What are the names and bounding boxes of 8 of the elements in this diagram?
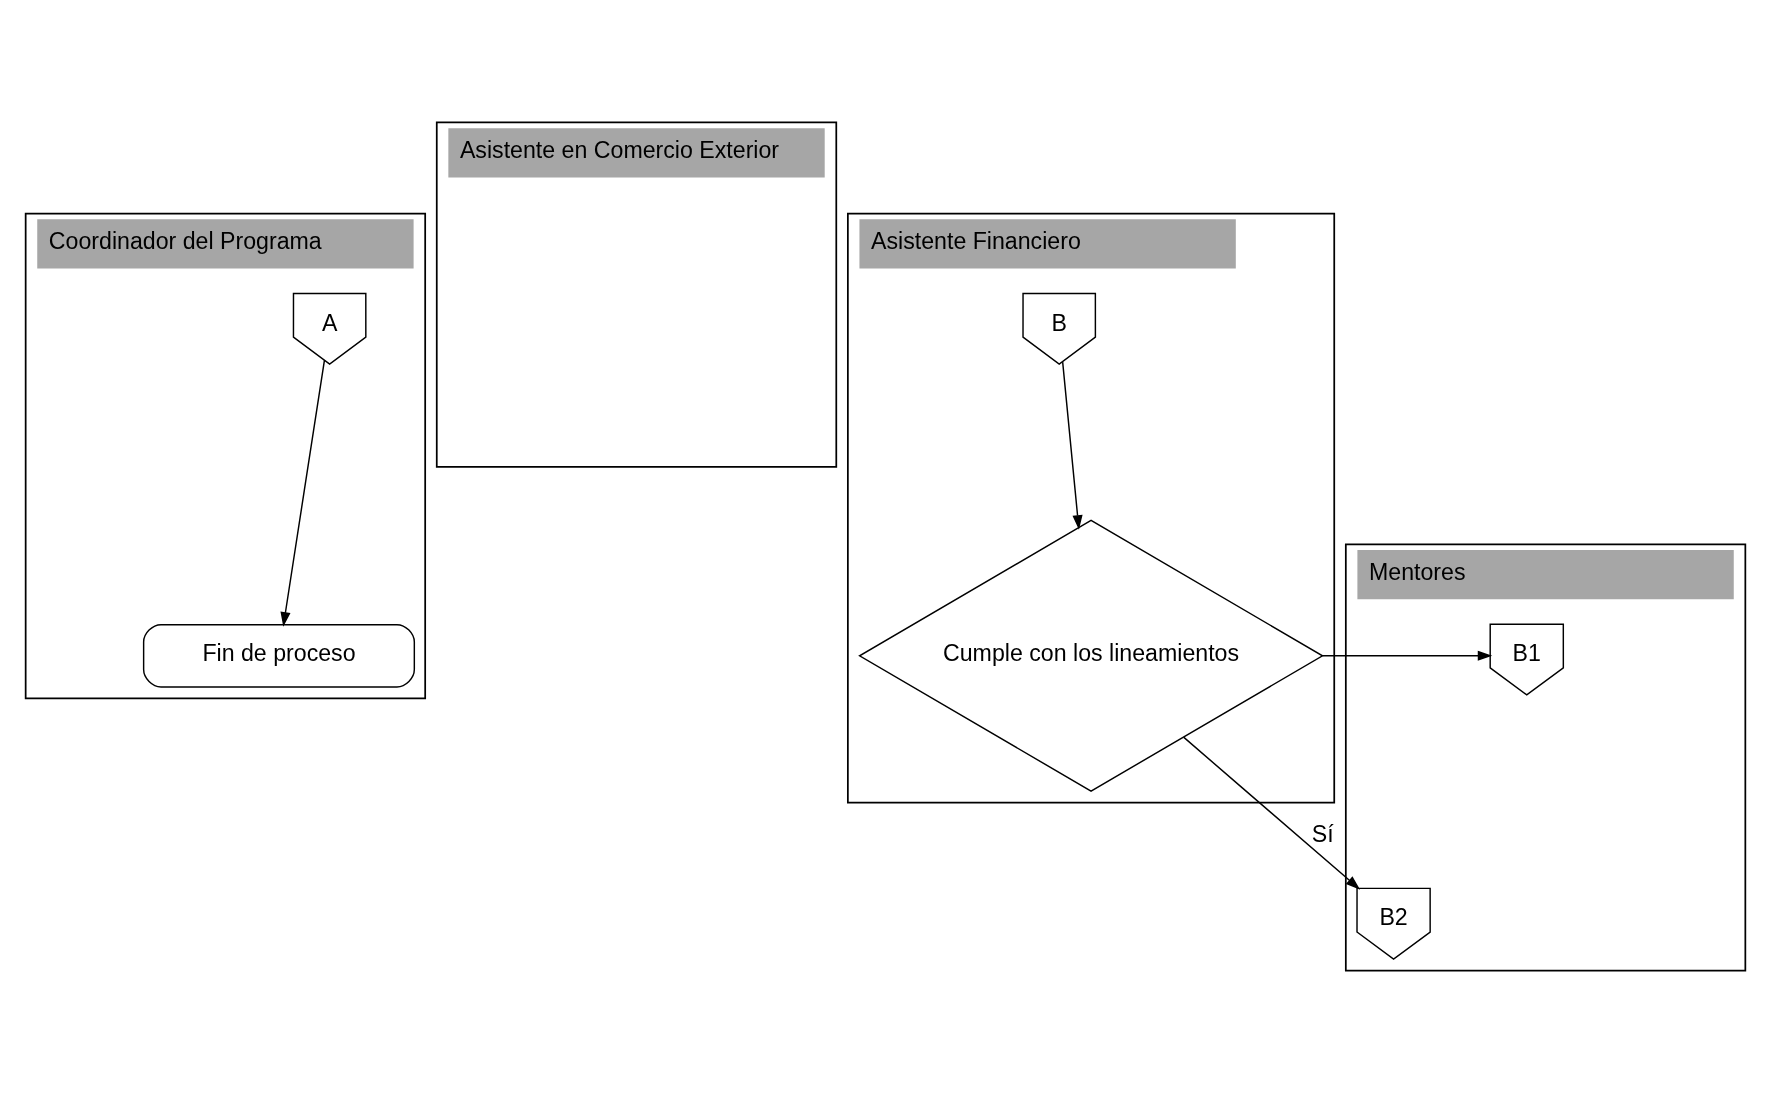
node-box: Asistente en Comercio Exterior [435, 121, 838, 468]
arrow [1321, 650, 1493, 661]
arrow [1061, 361, 1083, 530]
node-diamond: Cumple con los lineamientos [858, 519, 1324, 792]
arrow [280, 359, 326, 627]
node-box: Fin de proceso [142, 623, 416, 688]
edge-label: Sí [1311, 820, 1334, 847]
arrow [1183, 736, 1361, 890]
